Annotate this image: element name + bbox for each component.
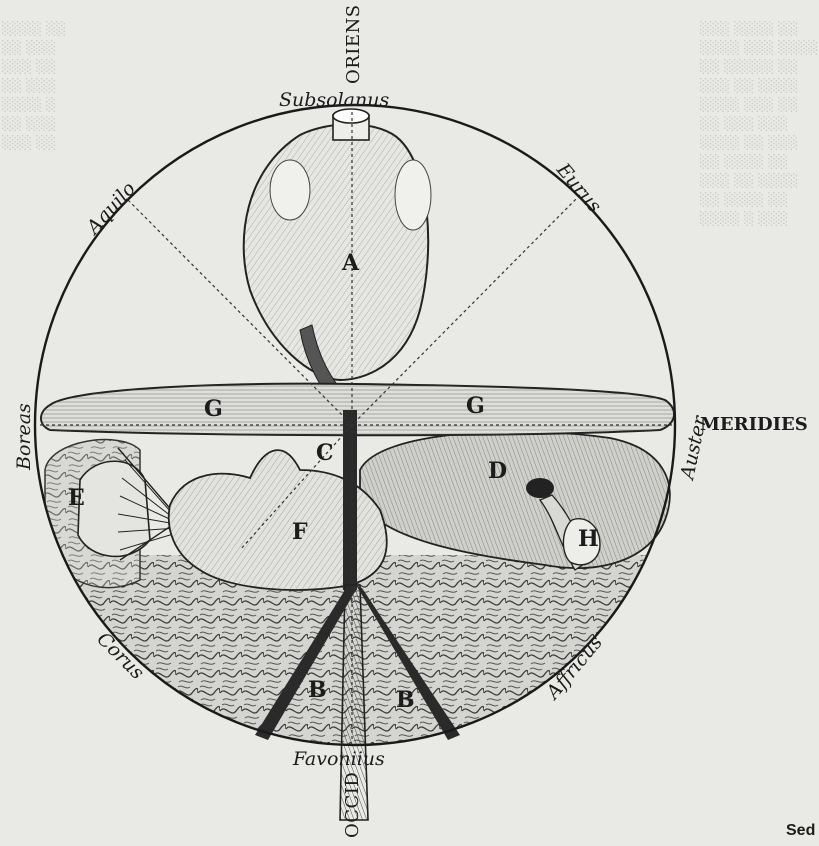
wind-label-subsolanus: Subsolanus [279,89,389,111]
label-a: A [341,250,360,276]
label-g-left: G [204,396,223,422]
organ-d-liver [360,432,670,568]
organ-c-vessel [343,410,357,590]
label-c: C [316,440,334,466]
label-b-right: B [396,687,415,713]
organ-g-diaphragm [41,384,674,436]
label-g-right: G [466,393,485,419]
wind-label-aquilo: Aquilo [81,178,140,240]
organ-a-heart [244,109,431,410]
label-d: D [488,458,507,484]
label-f: F [292,519,308,545]
page-edge-fragment: Sed [786,822,815,840]
wind-label-eurus: Eurus [552,158,606,217]
wind-label-boreas: Boreas [13,403,35,471]
cardinal-meridies: MERIDIES [700,414,808,435]
label-b-left: B [308,677,327,703]
cardinal-oriens: ORIENS [343,4,364,84]
wind-label-favonius: Favoniius [292,748,385,770]
cardinal-occidens: OCCID [342,772,363,838]
label-e: E [68,485,85,511]
label-h: H [578,526,599,552]
